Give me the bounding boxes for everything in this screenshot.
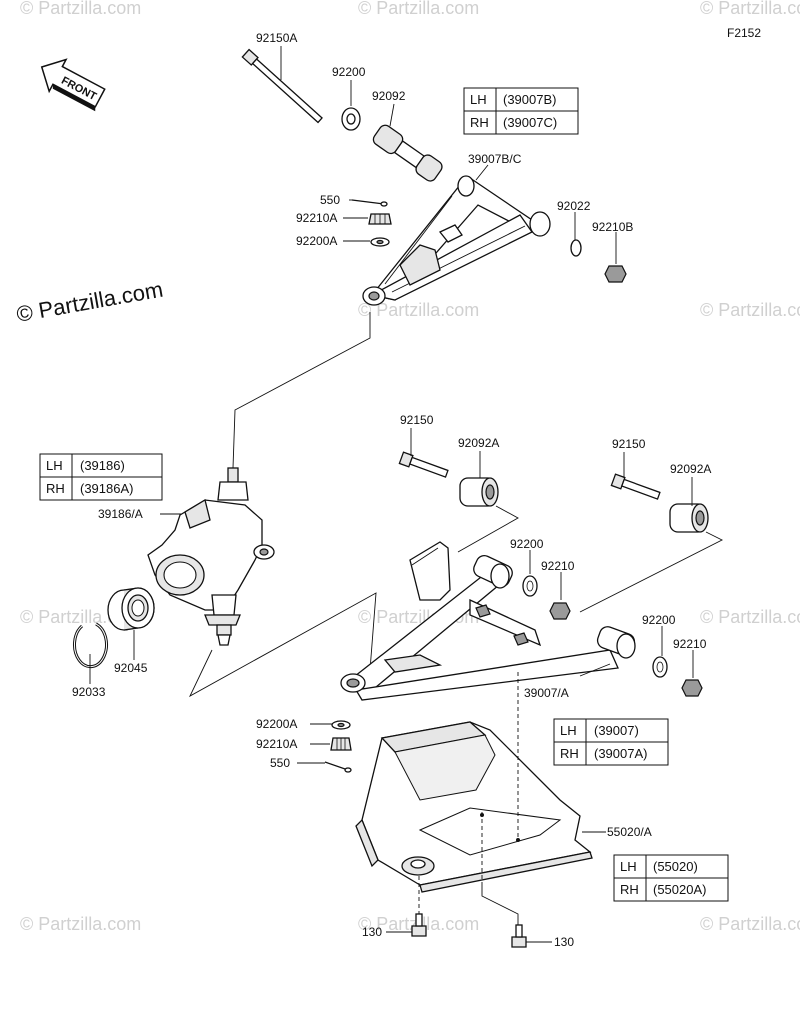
watermark-text: © Partzilla.com xyxy=(700,300,800,320)
label-92200-mid: 92200 xyxy=(510,537,544,551)
label-92045: 92045 xyxy=(114,661,148,675)
cotter-pin-550-bot xyxy=(324,761,349,771)
label-92210-mid: 92210 xyxy=(541,559,575,573)
table-part: (39007) xyxy=(594,723,639,738)
leader-lines-knuckle xyxy=(89,513,377,698)
bolt-92150-right xyxy=(610,473,661,500)
label-92200A-top: 92200A xyxy=(296,234,337,248)
watermark-main: © Partzilla.com xyxy=(15,277,165,327)
table-side-rh: RH xyxy=(620,882,639,897)
leader-lines-lower xyxy=(297,428,724,764)
castle-nut-92210A-top xyxy=(368,213,392,225)
table-part: (39007B) xyxy=(503,92,556,107)
table-side-rh: RH xyxy=(560,746,579,761)
bolt-130-right xyxy=(511,924,527,948)
front-arrow-icon: FRONT xyxy=(40,58,106,112)
table-side-rh: RH xyxy=(470,115,489,130)
label-92092A-a: 92092A xyxy=(458,436,499,450)
label-55020A: 55020/A xyxy=(607,825,652,839)
steering-knuckle-39186A xyxy=(147,467,275,646)
table-side-lh: LH xyxy=(560,723,577,738)
table-guard: LH (55020) RH (55020A) xyxy=(613,854,729,902)
watermark-text: © Partzilla.com xyxy=(700,0,800,18)
skid-guard-55020A xyxy=(355,721,593,893)
label-92092: 92092 xyxy=(372,89,406,103)
cotter-pin-550-top xyxy=(351,199,385,205)
lower-bolts-and-bushings xyxy=(398,451,709,533)
watermark-text: © Partzilla.com xyxy=(358,300,479,320)
upper-a-arm-39007BC xyxy=(362,175,551,306)
table-side-lh: LH xyxy=(46,458,63,473)
table-knuckle: LH (39186) RH (39186A) xyxy=(39,453,163,501)
label-550-top: 550 xyxy=(320,193,340,207)
nut-92210-mid xyxy=(549,602,571,620)
lower-a-arm-39007A xyxy=(340,541,636,701)
table-part: (55020A) xyxy=(653,882,706,897)
label-92200-right: 92200 xyxy=(642,613,676,627)
nut-92210B xyxy=(604,265,627,283)
table-upper-arm: LH (39007B) RH (39007C) xyxy=(463,87,579,135)
table-part: (39007C) xyxy=(503,115,557,130)
label-550-bot: 550 xyxy=(270,756,290,770)
table-side-lh: LH xyxy=(470,92,487,107)
label-92033: 92033 xyxy=(72,685,106,699)
table-part: (39186A) xyxy=(80,481,133,496)
bolt-92150A xyxy=(241,48,323,124)
table-side-rh: RH xyxy=(46,481,65,496)
bushing-92092A-left xyxy=(459,477,499,507)
label-130-left: 130 xyxy=(362,925,382,939)
figure-code: F2152 xyxy=(727,26,761,40)
leader-lines-upper xyxy=(232,46,617,469)
table-part: (55020) xyxy=(653,859,698,874)
watermark-text: © Partzilla.com xyxy=(700,607,800,627)
nut-92210-right xyxy=(681,679,703,697)
label-92200A-bot: 92200A xyxy=(256,717,297,731)
label-130-right: 130 xyxy=(554,935,574,949)
watermark-text: © Partzilla.com xyxy=(20,0,141,18)
bolt-130-left xyxy=(411,913,427,937)
leader-lines-guard xyxy=(386,672,606,943)
label-92150-a: 92150 xyxy=(400,413,434,427)
snap-ring-92033 xyxy=(72,622,108,669)
bolt-92150-left xyxy=(398,451,449,478)
table-side-lh: LH xyxy=(620,859,637,874)
label-92092A-b: 92092A xyxy=(670,462,711,476)
castle-nut-92210A-bot xyxy=(330,737,352,751)
bushing-92092 xyxy=(372,124,443,182)
table-lower-arm: LH (39007) RH (39007A) xyxy=(553,718,669,766)
label-92200-top: 92200 xyxy=(332,65,366,79)
label-39007A: 39007/A xyxy=(524,686,569,700)
label-39007BC: 39007B/C xyxy=(468,152,522,166)
table-part: (39007A) xyxy=(594,746,647,761)
label-92210A-bot: 92210A xyxy=(256,737,297,751)
bushing-92092A-right xyxy=(669,503,709,533)
watermark-text: © Partzilla.com xyxy=(700,914,800,934)
upper-arm-assembly xyxy=(241,48,627,306)
watermark-text: © Partzilla.com xyxy=(358,0,479,18)
watermark-text: © Partzilla.com xyxy=(20,914,141,934)
label-92210A-top: 92210A xyxy=(296,211,337,225)
label-92150-b: 92150 xyxy=(612,437,646,451)
label-92210-right: 92210 xyxy=(673,637,707,651)
label-92210B: 92210B xyxy=(592,220,633,234)
table-part: (39186) xyxy=(80,458,125,473)
watermarks: © Partzilla.com © Partzilla.com © Partzi… xyxy=(20,0,800,934)
bearing-92045 xyxy=(107,587,155,631)
label-92022: 92022 xyxy=(557,199,591,213)
washer-92022 xyxy=(570,239,582,257)
label-39186A: 39186/A xyxy=(98,507,143,521)
label-92150A: 92150A xyxy=(256,31,297,45)
